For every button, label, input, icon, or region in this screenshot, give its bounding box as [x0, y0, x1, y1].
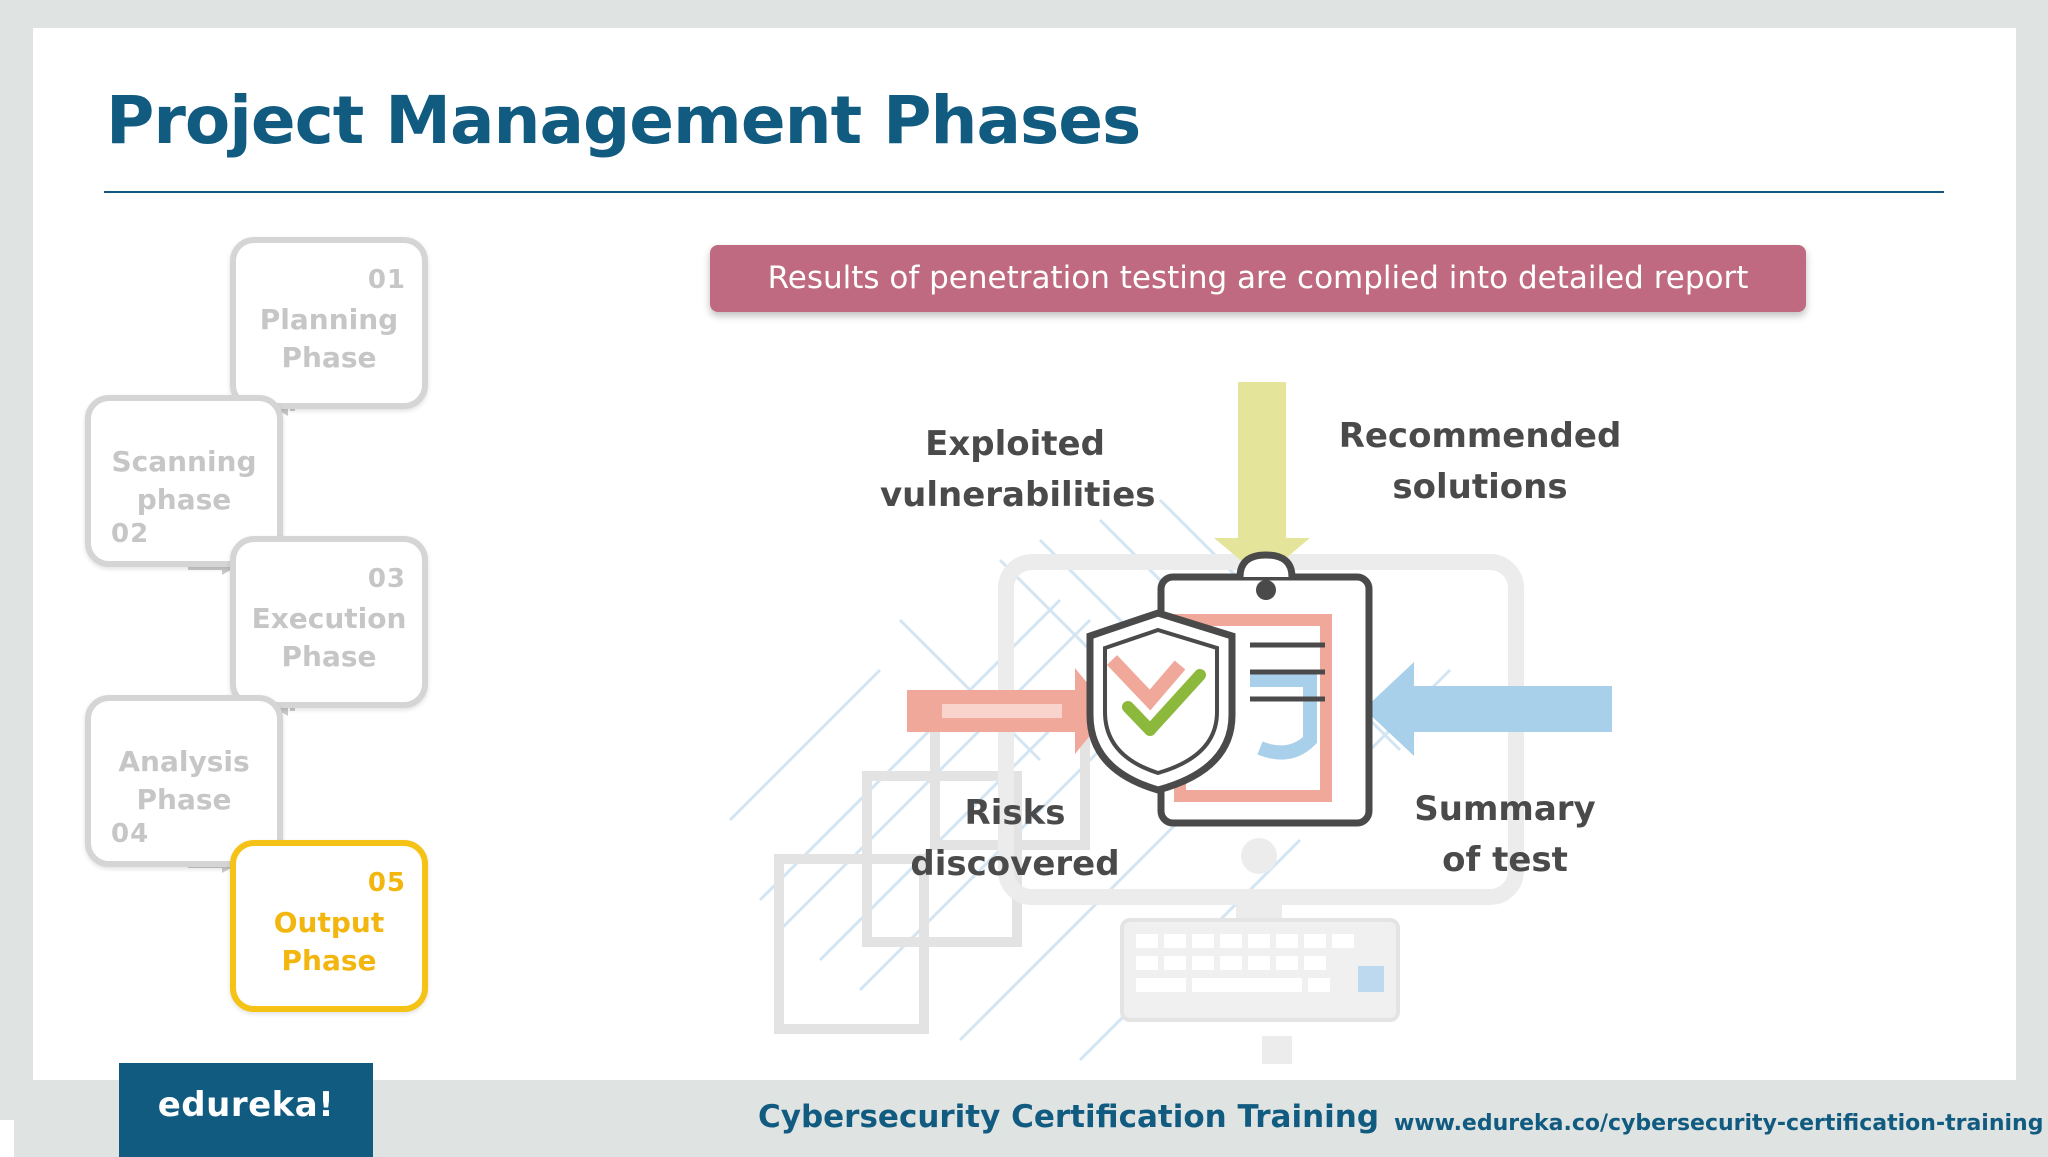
- caption-line1: Risks: [964, 793, 1066, 833]
- phase-label-line2: phase: [136, 483, 232, 516]
- phase-number: 04: [111, 819, 150, 849]
- caption-line1: Summary: [1414, 789, 1596, 829]
- arrow-down-icon: [1214, 382, 1310, 578]
- phase-label-line1: Output: [273, 906, 385, 939]
- phase-label-line1: Analysis: [118, 745, 250, 778]
- caption-summary-of-test: Summary of test: [1400, 784, 1610, 886]
- logo-text: edureka!: [157, 1085, 335, 1125]
- phase-label-line2: Phase: [281, 944, 377, 977]
- caption-line2: of test: [1442, 840, 1568, 880]
- arrow-left-icon: [1364, 662, 1612, 756]
- phase-label: Planning Phase: [236, 301, 422, 377]
- phase-label-line1: Execution: [251, 602, 407, 635]
- caption-line1: Exploited: [925, 424, 1105, 464]
- title-divider: [104, 191, 1944, 193]
- phase-card-planning[interactable]: 01 Planning Phase: [230, 237, 428, 409]
- edureka-logo[interactable]: edureka!: [119, 1063, 373, 1157]
- phase-label-line1: Scanning: [111, 445, 257, 478]
- phase-card-execution[interactable]: 03 Execution Phase: [230, 536, 428, 708]
- phase-label: Analysis Phase: [91, 743, 277, 819]
- phase-number: 01: [367, 265, 406, 295]
- phase-label: Output Phase: [236, 904, 422, 980]
- corner-mark: [0, 1120, 14, 1157]
- phase-label-line2: Phase: [281, 640, 377, 673]
- phase-number: 05: [367, 868, 406, 898]
- caption-line2: discovered: [910, 844, 1120, 884]
- slide-title: Project Management Phases: [106, 82, 1141, 159]
- phase-number: 03: [367, 564, 406, 594]
- footer-url-link[interactable]: www.edureka.co/cybersecurity-certificati…: [1394, 1111, 2044, 1136]
- phase-label: Scanning phase: [91, 443, 277, 519]
- caption-line2: vulnerabilities: [880, 475, 1156, 515]
- phase-label-line2: Phase: [136, 783, 232, 816]
- phase-label-line1: Planning: [259, 303, 399, 336]
- phase-card-output[interactable]: 05 Output Phase: [230, 840, 428, 1012]
- caption-line2: solutions: [1392, 467, 1568, 507]
- phase-label: Execution Phase: [236, 600, 422, 676]
- arrow-right-icon: [907, 668, 1110, 754]
- phase-card-analysis[interactable]: Analysis Phase 04: [85, 695, 283, 867]
- caption-exploited-vulnerabilities: Exploited vulnerabilities: [880, 419, 1156, 521]
- summary-banner: Results of penetration testing are compl…: [710, 245, 1806, 312]
- footer-course-title: Cybersecurity Certification Training: [758, 1099, 1380, 1135]
- caption-line1: Recommended: [1338, 416, 1622, 456]
- shield-check-icon: [1086, 609, 1236, 794]
- caption-recommended-solutions: Recommended solutions: [1330, 411, 1630, 513]
- phase-number: 02: [111, 519, 150, 549]
- caption-risks-discovered: Risks discovered: [900, 788, 1130, 890]
- keyboard-icon: [1120, 918, 1400, 1064]
- phase-label-line2: Phase: [281, 341, 377, 374]
